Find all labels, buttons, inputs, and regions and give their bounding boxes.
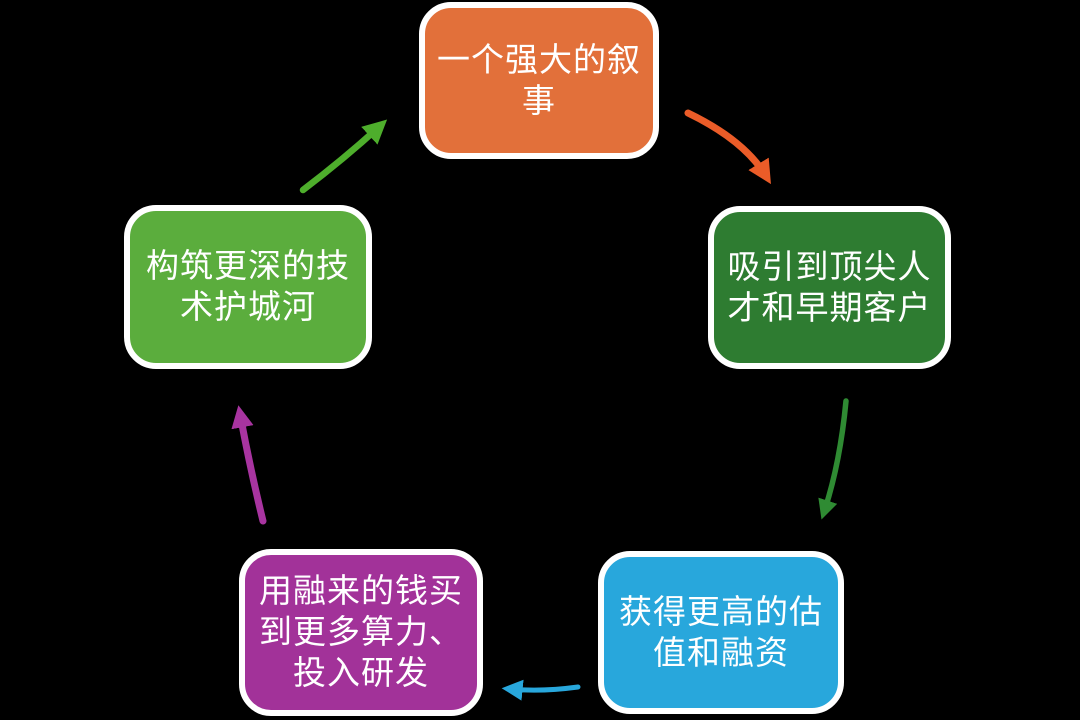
- node-higher-valuation-funding-label: 获得更高的估 值和融资: [619, 592, 823, 671]
- arrow-talent-to-valuation: [818, 398, 849, 520]
- node-deeper-tech-moat: 构筑更深的技 术护城河: [124, 205, 372, 369]
- arrow-compute-to-moat: [231, 405, 267, 525]
- arrow-narrative-to-talent: [684, 109, 771, 185]
- arrow-valuation-to-compute: [501, 679, 581, 701]
- node-strong-narrative-label: 一个强大的叙 事: [437, 40, 641, 119]
- node-buy-compute-invest-rd-label: 用融来的钱买 到更多算力、 投入研发: [259, 572, 463, 691]
- node-top-talent-early-customers: 吸引到顶尖人 才和早期客户: [708, 206, 951, 369]
- node-deeper-tech-moat-label: 构筑更深的技 术护城河: [146, 247, 350, 325]
- node-buy-compute-invest-rd: 用融来的钱买 到更多算力、 投入研发: [239, 549, 483, 716]
- node-top-talent-early-customers-label: 吸引到顶尖人 才和早期客户: [727, 247, 932, 326]
- arrow-moat-to-narrative: [299, 119, 388, 194]
- node-strong-narrative: 一个强大的叙 事: [419, 2, 659, 159]
- node-higher-valuation-funding: 获得更高的估 值和融资: [598, 551, 844, 714]
